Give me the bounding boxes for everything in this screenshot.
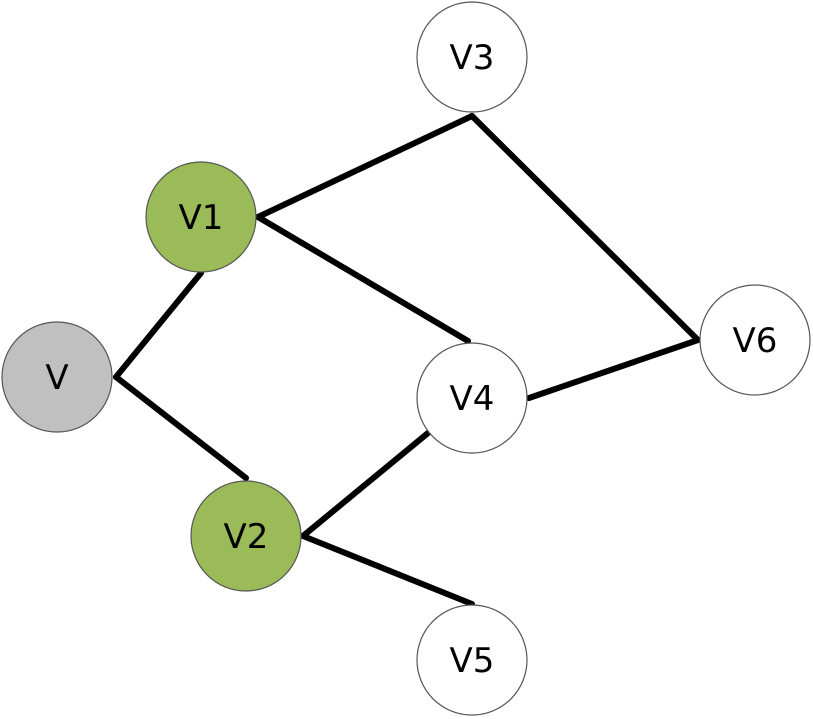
node-circle-v — [1, 321, 113, 433]
node-circle-v6 — [699, 284, 811, 396]
node-v4: V4 — [416, 342, 528, 454]
node-circle-v4 — [416, 342, 528, 454]
node-v5: V5 — [416, 604, 528, 716]
node-label-v3: V3 — [450, 38, 495, 78]
node-v1: V1 — [145, 161, 257, 273]
edge-v2-v5 — [300, 533, 475, 607]
node-circle-v5 — [416, 604, 528, 716]
node-label-v5: V5 — [450, 641, 495, 681]
node-label-v: V — [45, 358, 68, 398]
edge-v2-v4 — [300, 430, 431, 539]
node-v3: V3 — [416, 1, 528, 113]
edge-v-v1 — [113, 270, 204, 380]
node-v6: V6 — [699, 284, 811, 396]
node-circle-v1 — [145, 161, 257, 273]
edge-v3-v6 — [469, 113, 701, 343]
edge-v1-v4 — [255, 214, 471, 344]
edge-v1-v3 — [255, 113, 475, 220]
edge-v-v2 — [113, 374, 249, 481]
node-circle-v3 — [416, 1, 528, 113]
edges-layer — [113, 113, 701, 607]
node-label-v2: V2 — [224, 517, 269, 557]
node-label-v4: V4 — [450, 379, 495, 419]
node-circle-v2 — [190, 480, 302, 592]
node-v2: V2 — [190, 480, 302, 592]
node-v: V — [1, 321, 113, 433]
node-label-v1: V1 — [179, 198, 224, 238]
edge-v4-v6 — [526, 337, 701, 401]
node-label-v6: V6 — [733, 321, 778, 361]
